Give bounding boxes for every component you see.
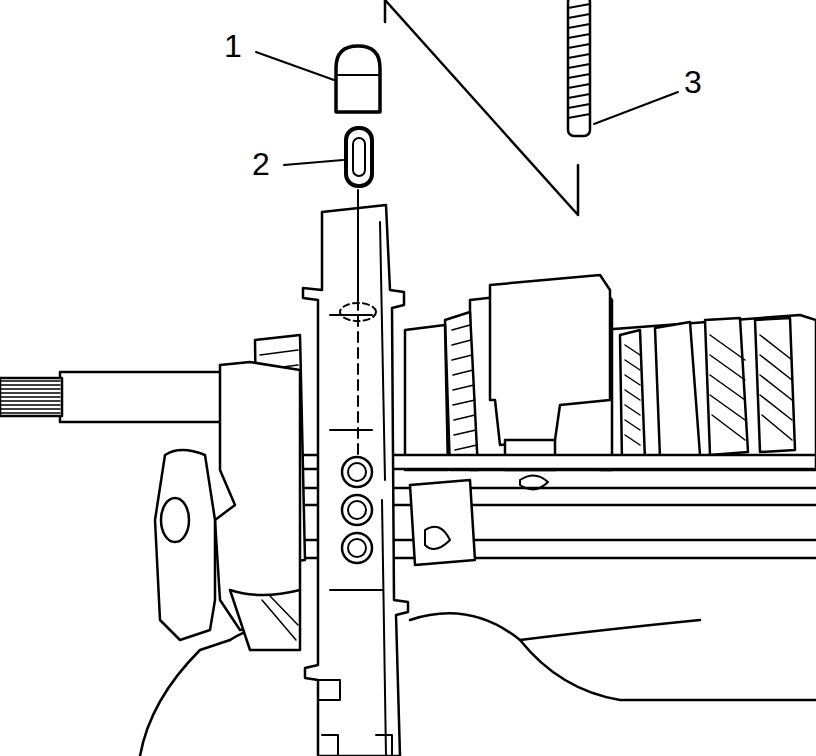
detent-spring xyxy=(353,138,365,176)
detent-spring xyxy=(346,128,372,186)
bracket-line xyxy=(384,0,387,22)
threaded-stud xyxy=(568,0,590,136)
output-shaft xyxy=(0,335,305,650)
center-line xyxy=(357,190,359,300)
plug-cap xyxy=(338,74,378,76)
plug-cap xyxy=(336,46,380,112)
leader-line xyxy=(594,92,678,124)
callout-number: 1 xyxy=(224,30,242,62)
housing xyxy=(140,613,816,756)
callout-number: 3 xyxy=(684,66,702,98)
callout-number: 2 xyxy=(252,148,270,180)
bracket-line xyxy=(385,0,578,215)
leader-line xyxy=(256,52,334,80)
leader-line xyxy=(284,160,343,165)
intermediate-plate xyxy=(303,205,408,756)
center-line xyxy=(357,300,359,455)
shift-rail xyxy=(290,455,816,565)
